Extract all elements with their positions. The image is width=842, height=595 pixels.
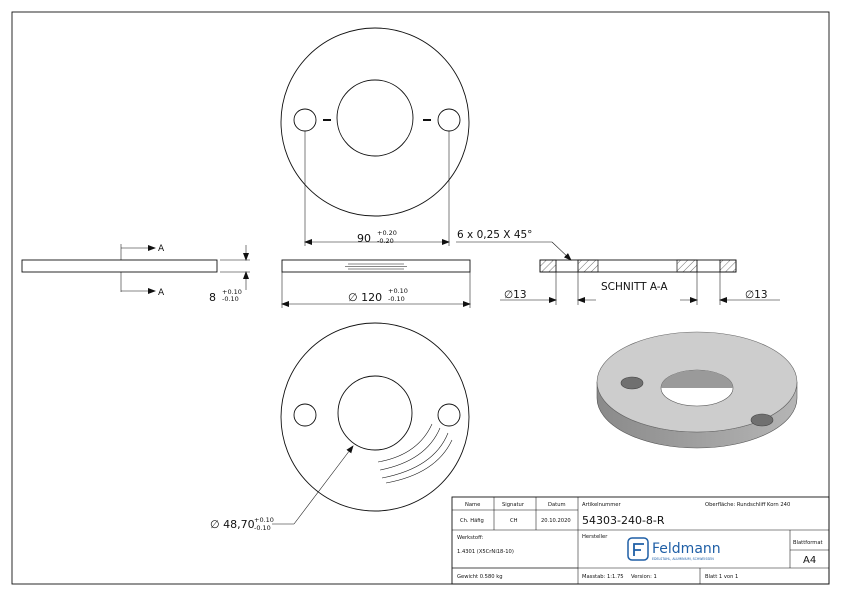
tb-scale: Masstab: 1:1.75 bbox=[582, 574, 624, 580]
hole-dim-left: ∅13 bbox=[504, 289, 527, 301]
hatch-left-outer bbox=[539, 259, 557, 273]
tb-material: 1.4301 (X5CrNi18-10) bbox=[457, 549, 514, 555]
tb-name: Ch. Häfig bbox=[460, 518, 484, 524]
chamfer-note: 6 x 0,25 X 45° bbox=[457, 229, 532, 241]
tb-format: A4 bbox=[803, 555, 816, 566]
tb-article-number: 54303-240-8-R bbox=[582, 514, 665, 527]
hole-spacing-tol-lower: -0.20 bbox=[377, 237, 394, 245]
bore-tol-lower: -0.10 bbox=[254, 524, 271, 532]
top-left-hole bbox=[293, 108, 317, 132]
section-view: 6 x 0,25 X 45° SCHNITT A-A ∅13 ∅13 bbox=[456, 229, 780, 305]
top-view: 90 +0.20 -0.20 bbox=[280, 27, 470, 246]
side-plate-left bbox=[21, 259, 218, 273]
tb-company-tagline: EDELSTAHL, ALUMINIUM, SCHWEISSEN bbox=[652, 557, 714, 561]
thickness-tol-upper: +0.10 bbox=[222, 288, 242, 296]
bottom-view: ∅ 48,70 +0.10 -0.10 bbox=[210, 322, 470, 532]
tb-company: Feldmann bbox=[652, 541, 721, 557]
tb-surface: Oberfläche: Rundschliff Korn 240 bbox=[705, 502, 790, 508]
section-marker-bottom: A bbox=[158, 288, 165, 298]
thickness-tol-lower: -0.10 bbox=[222, 295, 239, 303]
hatch-left-inner bbox=[577, 259, 599, 273]
tb-weight: Gewicht 0.580 kg bbox=[457, 574, 503, 580]
side-plate-center bbox=[281, 259, 471, 273]
top-right-hole bbox=[437, 108, 461, 132]
tb-version: Version: 1 bbox=[631, 574, 657, 580]
top-outer-circle bbox=[280, 27, 470, 217]
hole-dim-right: ∅13 bbox=[745, 289, 768, 301]
outer-diameter-tol-lower: -0.10 bbox=[388, 295, 405, 303]
center-side-view: ∅ 120 +0.10 -0.10 bbox=[281, 259, 471, 308]
bottom-center-bore bbox=[337, 375, 413, 451]
thickness-dim: 8 bbox=[209, 291, 216, 304]
top-center-bore bbox=[336, 79, 414, 157]
tb-material-label: Werkstoff: bbox=[457, 535, 484, 541]
feldmann-logo-icon bbox=[627, 537, 649, 561]
tb-col-name: Name bbox=[465, 502, 480, 508]
hole-spacing-tol-upper: +0.20 bbox=[377, 229, 397, 237]
bore-tol-upper: +0.10 bbox=[254, 516, 274, 524]
tb-sheet: Blatt 1 von 1 bbox=[705, 574, 738, 580]
iso-right-hole bbox=[750, 413, 774, 427]
outer-diameter-dim: ∅ 120 bbox=[348, 291, 382, 304]
tb-col-date: Datum bbox=[548, 502, 566, 508]
tb-format-label: Blattformat bbox=[793, 540, 823, 546]
hatch-right-inner bbox=[676, 259, 698, 273]
tb-col-signature: Signatur bbox=[502, 502, 525, 508]
tb-manufacturer-label: Hersteller bbox=[582, 534, 608, 540]
hole-spacing-dim: 90 bbox=[357, 232, 371, 245]
section-marker-top: A bbox=[158, 244, 165, 254]
iso-view bbox=[596, 331, 798, 449]
left-side-view: A A 8 +0.10 -0.10 bbox=[21, 244, 250, 304]
bottom-outer-circle bbox=[280, 322, 470, 512]
tb-signature: CH bbox=[510, 518, 518, 524]
bottom-left-hole bbox=[293, 403, 317, 427]
sheet-frame bbox=[11, 11, 830, 585]
bore-diameter-dim: ∅ 48,70 bbox=[210, 518, 255, 531]
bottom-right-hole bbox=[437, 403, 461, 427]
tb-article-label: Artikelnummer bbox=[582, 502, 621, 508]
section-label: SCHNITT A-A bbox=[601, 281, 668, 293]
hatch-right-outer bbox=[719, 259, 737, 273]
outer-diameter-tol-upper: +0.10 bbox=[388, 287, 408, 295]
title-block: Name Signatur Datum Ch. Häfig CH 20.10.2… bbox=[451, 496, 830, 585]
iso-left-hole bbox=[620, 376, 644, 390]
tb-date: 20.10.2020 bbox=[541, 518, 571, 524]
